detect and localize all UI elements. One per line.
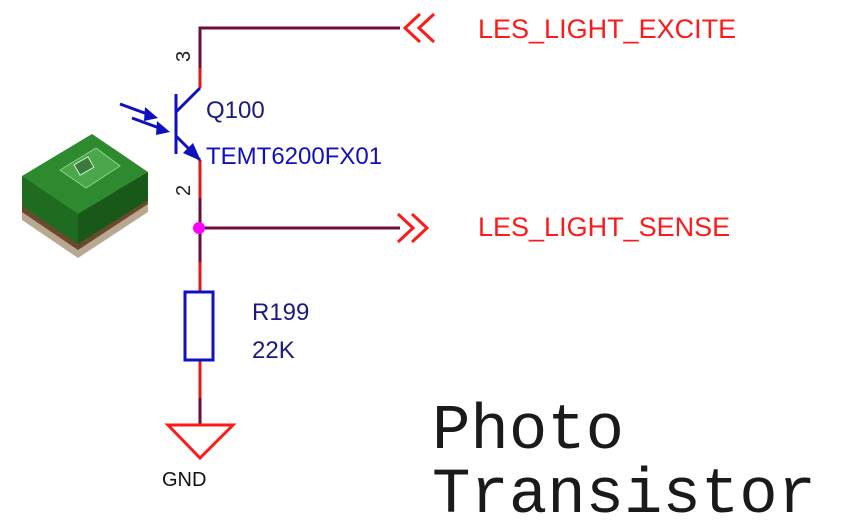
transistor-designator: Q100 bbox=[206, 97, 265, 124]
ground-label: GND bbox=[162, 469, 206, 491]
light-ray-arrowhead-2 bbox=[156, 121, 170, 135]
pin-number-collector: 3 bbox=[173, 51, 195, 62]
light-ray-arrowhead-1 bbox=[144, 107, 158, 121]
ground-icon bbox=[164, 423, 237, 461]
component-package-image bbox=[22, 134, 148, 258]
resistor-designator: R199 bbox=[252, 299, 309, 326]
caption-line-1: Photo bbox=[432, 396, 624, 468]
emitter-arrow-icon bbox=[183, 143, 201, 161]
resistor-value: 22K bbox=[252, 337, 295, 364]
net-label-excite: LES_LIGHT_EXCITE bbox=[478, 14, 736, 44]
caption-line-2: Transistor bbox=[432, 460, 816, 520]
net-label-sense: LES_LIGHT_SENSE bbox=[478, 212, 730, 242]
excite-port-icon bbox=[402, 12, 436, 44]
excite-wire bbox=[198, 26, 400, 68]
collector-lead bbox=[174, 86, 202, 114]
pin-number-emitter: 2 bbox=[173, 185, 195, 196]
sense-port-icon bbox=[396, 212, 430, 244]
junction-dot bbox=[193, 222, 205, 234]
transistor-part-number: TEMT6200FX01 bbox=[206, 143, 382, 170]
resistor-body bbox=[183, 290, 215, 362]
wires bbox=[198, 26, 400, 425]
